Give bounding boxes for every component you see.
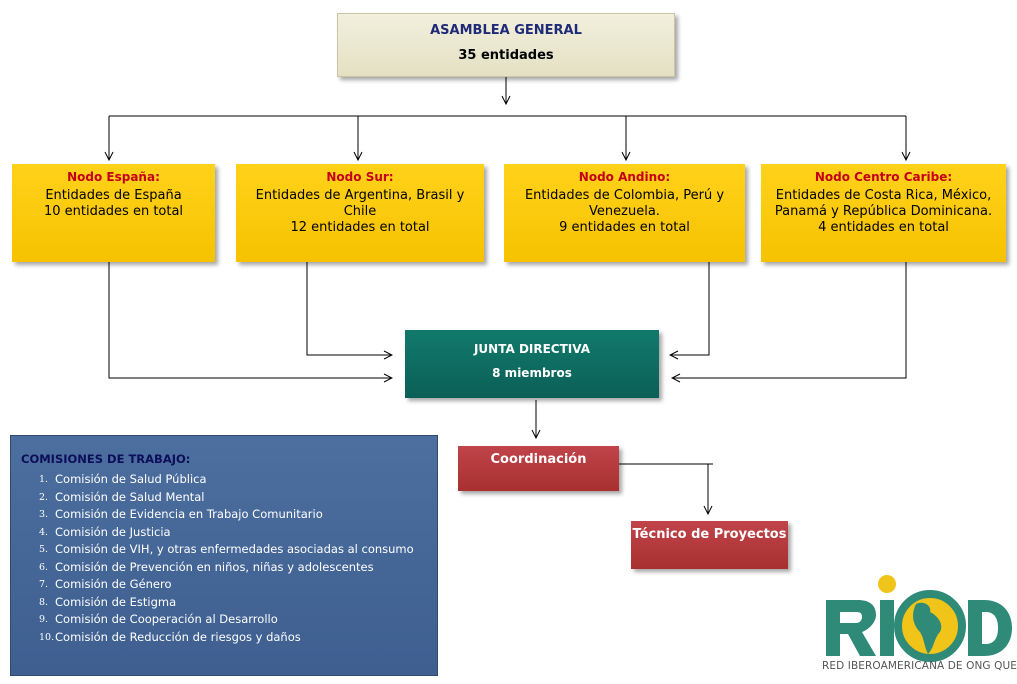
list-item: 2.Comisión de Salud Mental — [39, 489, 205, 504]
nodo-title: Nodo España: — [67, 170, 160, 184]
tecnico-proyectos-box: Técnico de Proyectos — [631, 521, 788, 569]
nodo-title: Nodo Sur: — [326, 170, 394, 184]
nodo-espana-box: Nodo España: Entidades de España 10 enti… — [12, 164, 215, 262]
list-item: 4.Comisión de Justicia — [39, 524, 171, 539]
asamblea-general-box: ASAMBLEA GENERAL 35 entidades — [337, 13, 675, 77]
list-item: 8.Comisión de Estigma — [39, 594, 177, 609]
comisiones-title: COMISIONES DE TRABAJO: — [21, 452, 191, 466]
nodo-entities: Entidades de Colombia, Perú y Venezuela. — [524, 188, 725, 219]
asamblea-count: 35 entidades — [458, 48, 554, 63]
list-item: 10.Comisión de Reducción de riesgos y da… — [39, 629, 301, 644]
connector-sur-junta — [306, 262, 392, 355]
connector-andino-junta — [670, 262, 710, 355]
riod-logo — [826, 575, 1012, 662]
comisiones-panel: COMISIONES DE TRABAJO: 1.Comisión de Sal… — [10, 435, 438, 676]
tecnico-label: Técnico de Proyectos — [632, 527, 787, 542]
nodo-centro-caribe-box: Nodo Centro Caribe: Entidades de Costa R… — [761, 164, 1006, 262]
coordinacion-label: Coordinación — [490, 452, 587, 467]
junta-title: JUNTA DIRECTIVA — [473, 342, 591, 356]
list-item: 1.Comisión de Salud Pública — [39, 472, 207, 486]
junta-members: 8 miembros — [492, 366, 572, 380]
nodo-count: 10 entidades en total — [43, 204, 184, 219]
list-item: 9.Comisión de Cooperación al Desarrollo — [39, 612, 278, 626]
nodo-count: 12 entidades en total — [290, 220, 430, 235]
nodo-entities: Entidades de España — [45, 188, 182, 203]
nodo-title: Nodo Centro Caribe: — [814, 170, 953, 184]
nodo-andino-box: Nodo Andino: Entidades de Colombia, Perú… — [504, 164, 745, 262]
list-item: 6.Comisión de Prevención en niños, niñas… — [39, 559, 374, 574]
list-item: 5.Comisión de VIH, y otras enfermedades … — [39, 542, 414, 556]
asamblea-title: ASAMBLEA GENERAL — [430, 23, 582, 38]
list-item: 3.Comisión de Evidencia en Trabajo Comun… — [39, 507, 323, 521]
junta-directiva-box: JUNTA DIRECTIVA 8 miembros — [405, 330, 659, 398]
connector-espana-junta — [108, 262, 392, 378]
nodo-count: 4 entidades en total — [818, 220, 949, 235]
nodo-title: Nodo Andino: — [578, 170, 671, 184]
nodo-count: 9 entidades en total — [559, 220, 690, 235]
nodo-entities: Entidades de Costa Rica, México, Panamá … — [774, 188, 993, 219]
comisiones-list: 1.Comisión de Salud Pública 2.Comisión d… — [21, 473, 437, 644]
nodo-entities: Entidades de Argentina, Brasil y Chile — [255, 188, 465, 219]
logo-caption: RED IBEROAMERICANA DE ONG QUE — [822, 660, 1017, 672]
list-item: 7.Comisión de Género — [39, 577, 172, 591]
coordinacion-box: Coordinación — [458, 446, 619, 491]
connector-cc-junta — [672, 262, 907, 378]
nodo-sur-box: Nodo Sur: Entidades de Argentina, Brasil… — [236, 164, 484, 262]
